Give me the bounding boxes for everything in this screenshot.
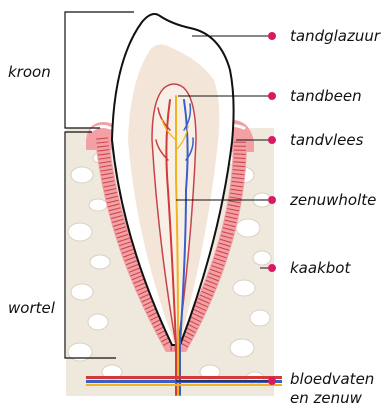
marker-tandglazuur [268, 32, 276, 40]
label-tandbeen: tandbeen [290, 87, 362, 105]
marker-zenuwholte [268, 196, 276, 204]
label-zenuwholte: zenuwholte [289, 191, 376, 209]
label-wortel: wortel [8, 299, 56, 317]
label-kaakbot: kaakbot [290, 259, 351, 277]
label-tandglazuur: tandglazuur [290, 27, 381, 45]
label-bloedvaten-line1: bloedvaten [290, 370, 374, 388]
marker-bloedvaten [268, 377, 276, 385]
marker-kaakbot [268, 264, 276, 272]
marker-tandbeen [268, 92, 276, 100]
marker-tandvlees [268, 136, 276, 144]
label-tandvlees: tandvlees [290, 131, 364, 149]
label-bloedvaten-line2: en zenuw [290, 389, 363, 407]
label-kroon: kroon [8, 63, 51, 81]
